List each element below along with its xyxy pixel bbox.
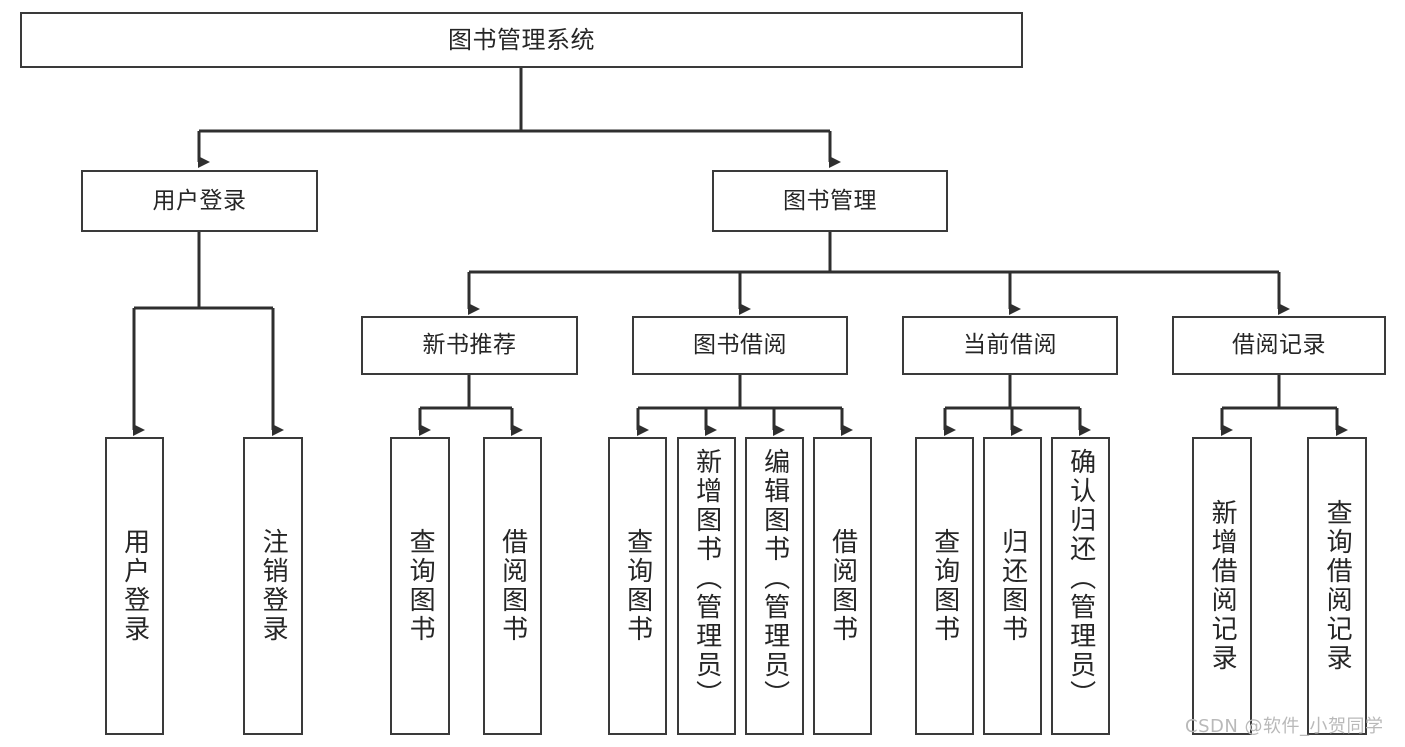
node-book-management[interactable]: 图书管理 — [712, 170, 948, 232]
leaf-edit-book-label: 编辑图书（管理员） — [759, 448, 790, 709]
watermark: CSDN @软件_小贺同学 — [1185, 716, 1384, 737]
node-root-label: 图书管理系统 — [448, 26, 595, 54]
leaf-query-book-2-label: 查询图书 — [622, 528, 653, 644]
leaf-logout-label: 注销登录 — [258, 528, 289, 644]
node-new-book-recommend[interactable]: 新书推荐 — [361, 316, 578, 375]
leaf-query-book-3[interactable]: 查询图书 — [915, 437, 974, 735]
leaf-logout[interactable]: 注销登录 — [243, 437, 303, 735]
node-book-borrow[interactable]: 图书借阅 — [632, 316, 848, 375]
leaf-return-book[interactable]: 归还图书 — [983, 437, 1042, 735]
leaf-login[interactable]: 用户登录 — [105, 437, 164, 735]
leaf-add-book[interactable]: 新增图书（管理员） — [677, 437, 736, 735]
node-user-login-label: 用户登录 — [152, 187, 247, 214]
leaf-query-borrow-record-label: 查询借阅记录 — [1322, 499, 1353, 673]
leaf-query-borrow-record[interactable]: 查询借阅记录 — [1307, 437, 1367, 735]
leaf-query-book-2[interactable]: 查询图书 — [608, 437, 667, 735]
leaf-add-borrow-record-label: 新增借阅记录 — [1207, 499, 1238, 673]
leaf-login-label: 用户登录 — [119, 528, 150, 644]
leaf-query-book-3-label: 查询图书 — [929, 528, 960, 644]
leaf-borrow-book-1-label: 借阅图书 — [497, 528, 528, 644]
leaf-borrow-book-1[interactable]: 借阅图书 — [483, 437, 542, 735]
node-current-borrow[interactable]: 当前借阅 — [902, 316, 1118, 375]
node-book-borrow-label: 图书借阅 — [693, 332, 787, 358]
leaf-edit-book[interactable]: 编辑图书（管理员） — [745, 437, 804, 735]
node-borrow-record-label: 借阅记录 — [1232, 332, 1326, 358]
node-root[interactable]: 图书管理系统 — [20, 12, 1023, 68]
node-book-management-label: 图书管理 — [783, 187, 877, 214]
node-current-borrow-label: 当前借阅 — [963, 332, 1057, 358]
leaf-borrow-book-2-label: 借阅图书 — [827, 528, 858, 644]
node-user-login[interactable]: 用户登录 — [81, 170, 318, 232]
leaf-add-borrow-record[interactable]: 新增借阅记录 — [1192, 437, 1252, 735]
leaf-borrow-book-2[interactable]: 借阅图书 — [813, 437, 872, 735]
node-new-book-recommend-label: 新书推荐 — [422, 332, 517, 358]
leaf-confirm-return[interactable]: 确认归还（管理员） — [1051, 437, 1110, 735]
node-borrow-record[interactable]: 借阅记录 — [1172, 316, 1386, 375]
leaf-add-book-label: 新增图书（管理员） — [691, 448, 722, 709]
leaf-query-book-1-label: 查询图书 — [405, 528, 436, 644]
leaf-confirm-return-label: 确认归还（管理员） — [1065, 448, 1096, 709]
leaf-query-book-1[interactable]: 查询图书 — [390, 437, 450, 735]
leaf-return-book-label: 归还图书 — [997, 528, 1028, 644]
